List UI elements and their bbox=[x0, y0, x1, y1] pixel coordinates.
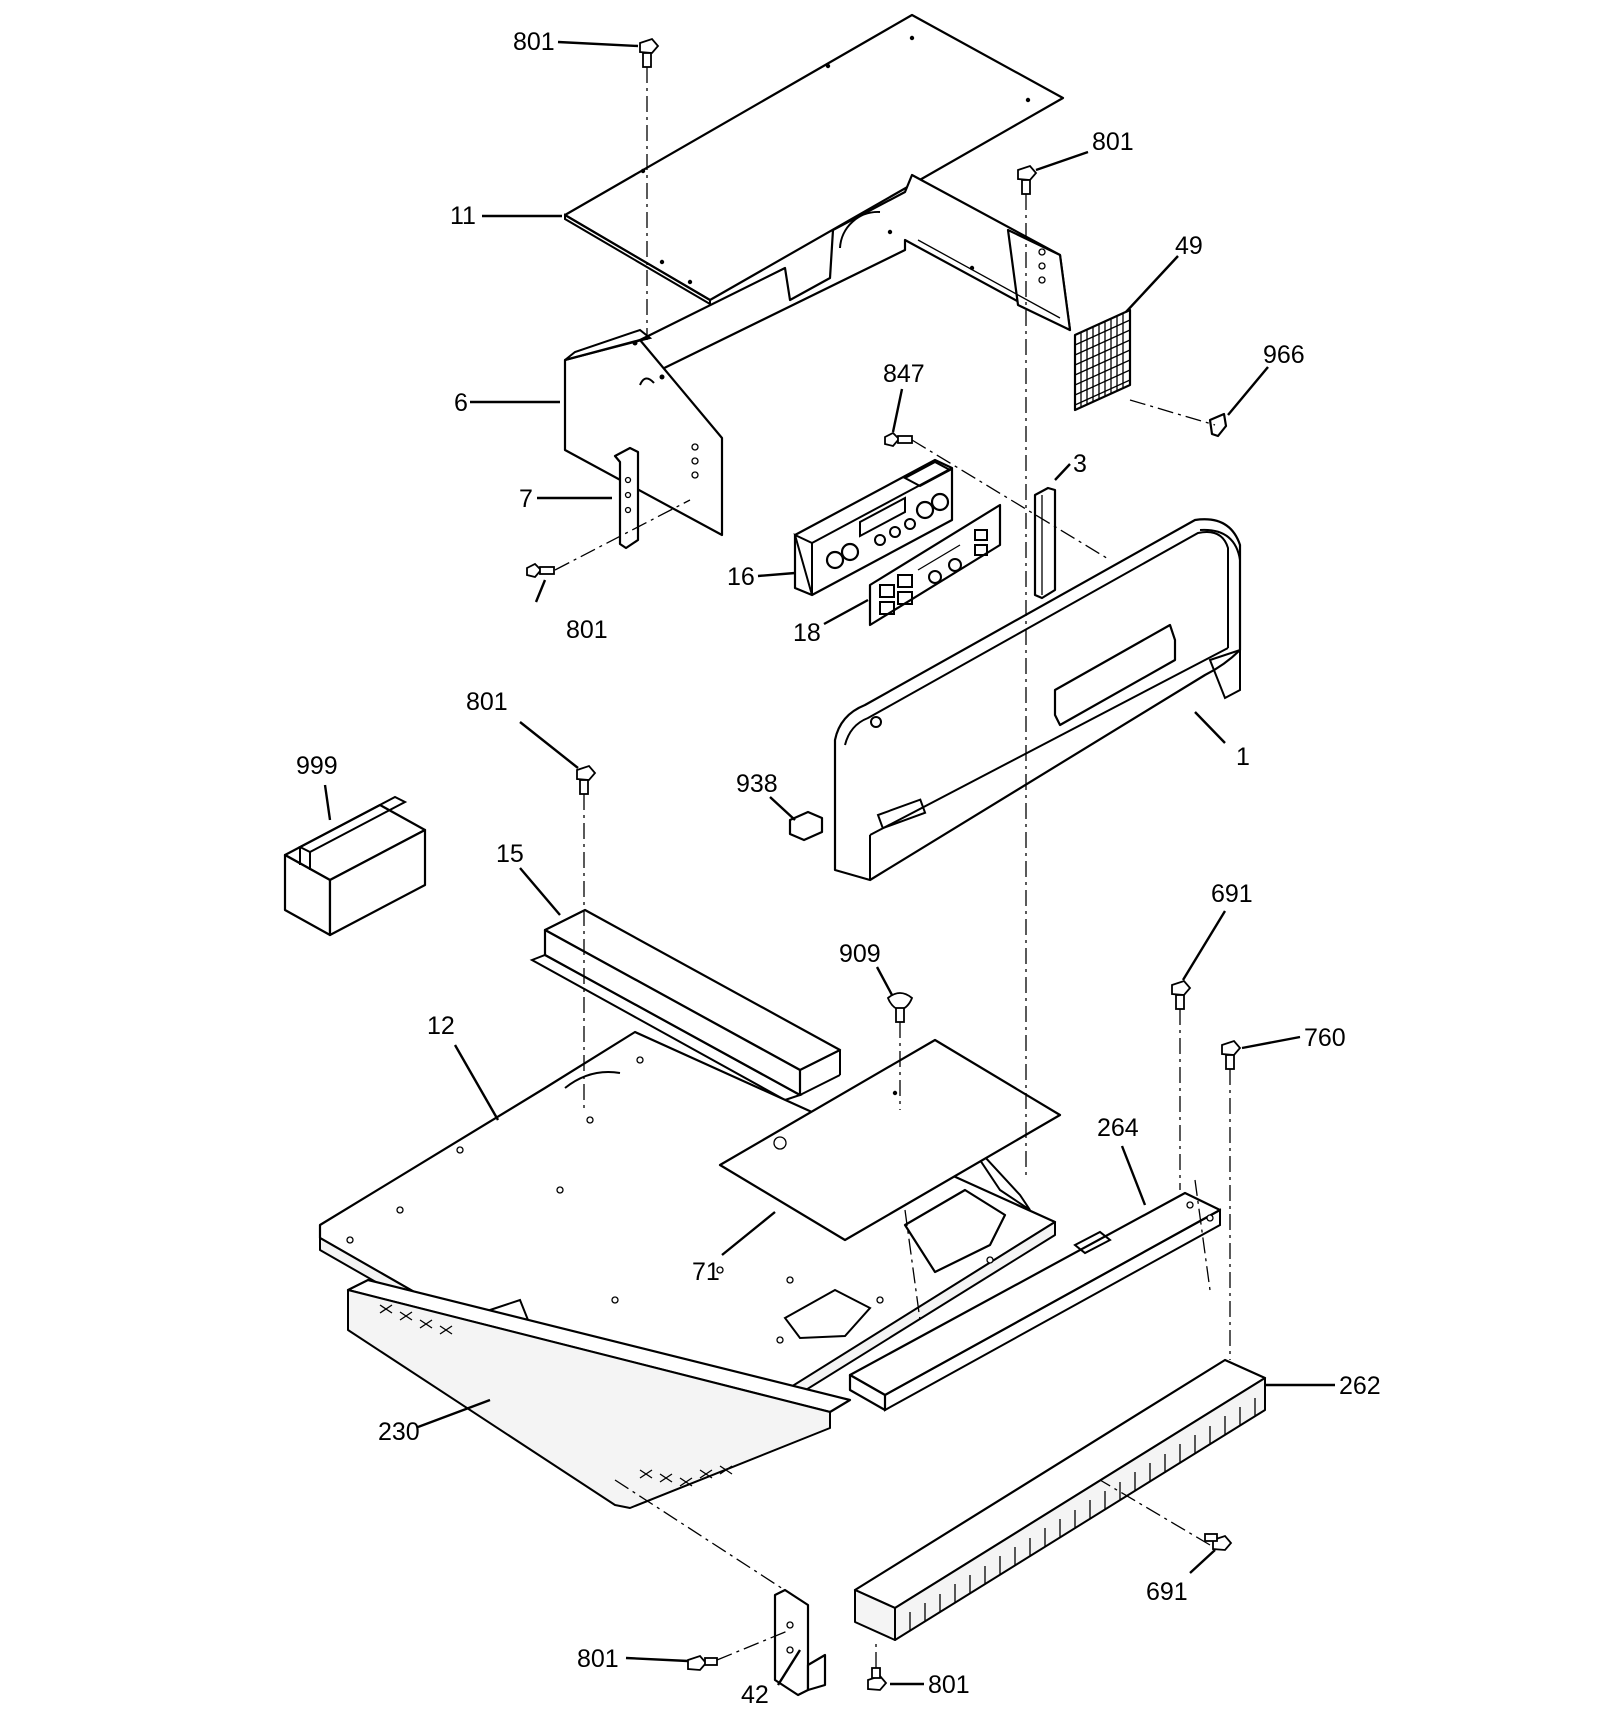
callout-71: 71 bbox=[692, 1258, 720, 1286]
leader-lines bbox=[323, 40, 1335, 1686]
callout-909: 909 bbox=[839, 940, 881, 968]
callout-801-left: 801 bbox=[566, 616, 608, 644]
callout-1: 1 bbox=[1236, 743, 1250, 771]
part-6-control-housing bbox=[563, 173, 1072, 537]
callout-230: 230 bbox=[378, 1418, 420, 1446]
callout-7: 7 bbox=[519, 485, 533, 513]
callout-691-bottom: 691 bbox=[1146, 1578, 1188, 1606]
part-71-plate bbox=[718, 1038, 1062, 1242]
callout-938: 938 bbox=[736, 770, 778, 798]
part-262-vent-trim bbox=[853, 1358, 1267, 1641]
assembly-lines bbox=[554, 67, 1231, 1668]
callout-18: 18 bbox=[793, 619, 821, 647]
callout-801-top: 801 bbox=[513, 28, 555, 56]
callout-264: 264 bbox=[1097, 1114, 1139, 1142]
callout-847: 847 bbox=[883, 360, 925, 388]
screw-801-top bbox=[639, 37, 660, 68]
callout-42: 42 bbox=[741, 1681, 769, 1707]
callout-801-bottom-left: 801 bbox=[577, 1645, 619, 1673]
screw-801-mid bbox=[576, 764, 597, 795]
screw-760 bbox=[1221, 1039, 1242, 1070]
part-264-rail bbox=[848, 1191, 1222, 1412]
callout-801-bottom-right: 801 bbox=[928, 1671, 970, 1699]
callout-15: 15 bbox=[496, 840, 524, 868]
part-11-top-cover bbox=[563, 13, 1065, 306]
part-999-box bbox=[283, 795, 427, 937]
part-49-mesh-screen bbox=[1073, 308, 1132, 412]
screw-909 bbox=[886, 992, 914, 1023]
callout-12: 12 bbox=[427, 1012, 455, 1040]
screw-801-left bbox=[526, 562, 555, 579]
screw-847 bbox=[884, 431, 913, 448]
callout-966: 966 bbox=[1263, 341, 1305, 369]
part-3-vertical-bracket bbox=[1033, 486, 1057, 600]
callout-801-right: 801 bbox=[1092, 128, 1134, 156]
part-42-bracket bbox=[773, 1588, 827, 1697]
part-7-bracket bbox=[613, 446, 640, 550]
part-966-clip bbox=[1208, 412, 1228, 438]
screw-801-bottom-left bbox=[687, 1654, 718, 1671]
callout-3: 3 bbox=[1073, 450, 1087, 478]
screw-691-top bbox=[1171, 979, 1192, 1010]
callout-49: 49 bbox=[1175, 232, 1203, 260]
callout-801-mid: 801 bbox=[466, 688, 508, 716]
screw-691-bottom bbox=[1204, 1533, 1233, 1551]
callout-691-top: 691 bbox=[1211, 880, 1253, 908]
screw-801-right bbox=[1017, 164, 1038, 195]
part-18-overlay bbox=[868, 503, 1002, 627]
callout-6: 6 bbox=[454, 389, 468, 417]
part-938-clip-nut bbox=[788, 810, 824, 842]
callout-999: 999 bbox=[296, 752, 338, 780]
part-16-control-board bbox=[793, 458, 954, 597]
callout-labels: 801 801 11 49 966 847 6 3 7 16 18 801 80… bbox=[296, 28, 1381, 1709]
part-15-channel bbox=[529, 908, 842, 1102]
screw-801-bottom-right bbox=[867, 1667, 888, 1691]
callout-262: 262 bbox=[1339, 1372, 1381, 1400]
part-230-vent-strip bbox=[346, 1278, 852, 1509]
part-1-front-panel bbox=[833, 518, 1242, 882]
callout-760: 760 bbox=[1304, 1024, 1346, 1052]
callout-11: 11 bbox=[450, 202, 476, 230]
callout-16: 16 bbox=[727, 563, 755, 591]
